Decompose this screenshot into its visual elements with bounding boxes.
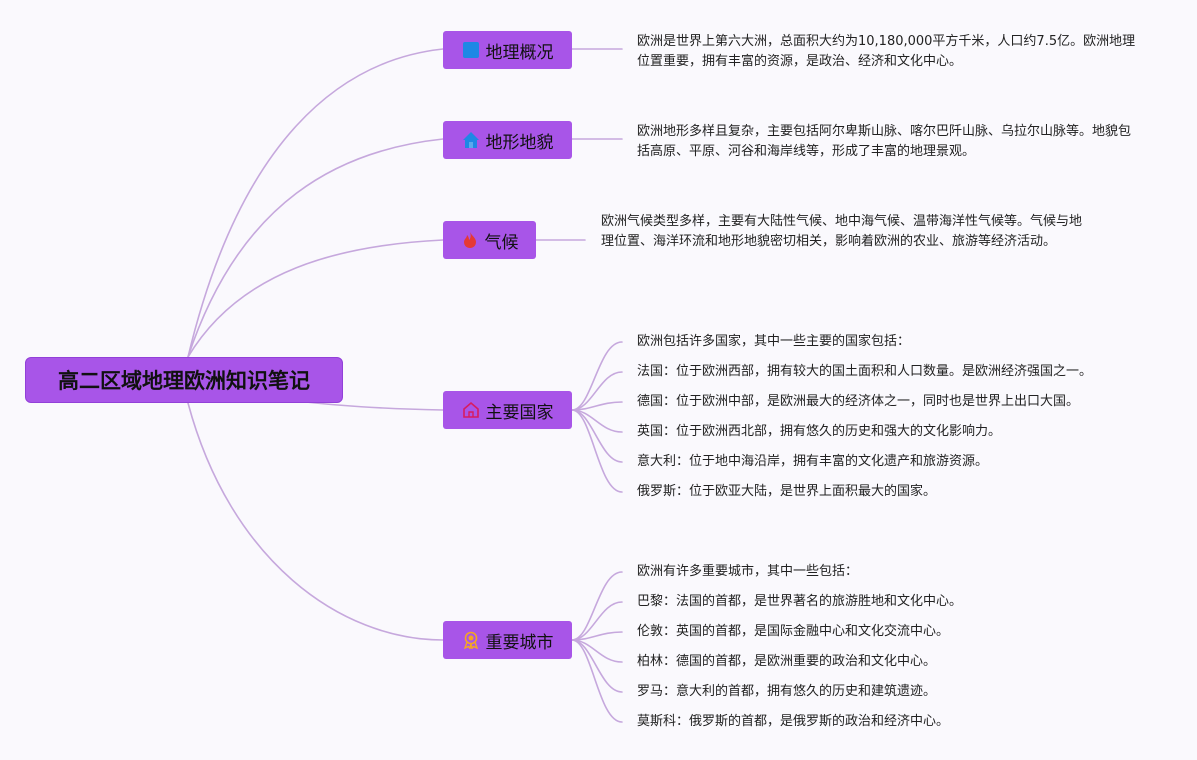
country-item: 法国：位于欧洲西部，拥有较大的国土面积和人口数量。是欧洲经济强国之一。: [637, 364, 1093, 379]
country-item: 英国：位于欧洲西北部，拥有悠久的历史和强大的文化影响力。: [637, 424, 1002, 439]
branch-label: 主要国家: [485, 402, 554, 423]
note-climate: 欧洲气候类型多样，主要有大陆性气候、地中海气候、温带海洋性气候等。气候与地理位置…: [601, 214, 1083, 249]
branch-major-countries[interactable]: 主要国家: [443, 391, 572, 429]
fire-icon: [461, 231, 479, 249]
country-item: 俄罗斯：位于欧亚大陆，是世界上面积最大的国家。: [637, 484, 937, 499]
root-topic[interactable]: 高二区域地理欧洲知识笔记: [25, 357, 343, 403]
edge-root-climate: [187, 239, 444, 358]
city-item: 欧洲有许多重要城市，其中一些包括：: [637, 564, 859, 579]
branch-terrain[interactable]: 地形地貌: [443, 121, 572, 159]
branch-label: 重要城市: [485, 632, 554, 653]
branch-major-cities[interactable]: 重要城市: [443, 621, 572, 659]
edge-root-cities: [187, 402, 444, 641]
country-item: 德国：位于欧洲中部，是欧洲最大的经济体之一，同时也是世界上出口大国。: [637, 394, 1080, 409]
edge-root-geography: [187, 48, 444, 358]
blue-square-icon: [462, 41, 480, 59]
root-title: 高二区域地理欧洲知识笔记: [58, 369, 310, 393]
edge-countries-item: [571, 409, 623, 493]
city-item: 罗马：意大利的首都，拥有悠久的历史和建筑遗迹。: [637, 684, 937, 699]
city-item: 伦敦：英国的首都，是国际金融中心和文化交流中心。: [637, 624, 950, 639]
edge-root-terrain: [187, 138, 444, 358]
city-item: 柏林：德国的首都，是欧洲重要的政治和文化中心。: [637, 654, 937, 669]
branch-geography-overview[interactable]: 地理概况: [443, 31, 572, 69]
blue-house-icon: [462, 131, 480, 149]
note-geography-overview: 欧洲是世界上第六大洲，总面积大约为10,180,000平方千米，人口约7.5亿。…: [637, 34, 1136, 69]
award-medal-icon: [462, 631, 480, 649]
edge-cities-item: [571, 639, 623, 723]
branch-label: 地理概况: [485, 42, 554, 63]
edge-cities-item: [571, 601, 623, 641]
country-item: 欧洲包括许多国家，其中一些主要的国家包括：: [637, 334, 911, 349]
edge-cities-item: [571, 571, 623, 641]
home-outline-icon: [462, 401, 480, 419]
edge-countries-item: [571, 341, 623, 411]
branch-label: 地形地貌: [485, 132, 554, 153]
city-item: 巴黎：法国的首都，是世界著名的旅游胜地和文化中心。: [637, 594, 963, 609]
branch-label: 气候: [484, 232, 519, 253]
branch-climate[interactable]: 气候: [443, 221, 536, 259]
country-item: 意大利：位于地中海沿岸，拥有丰富的文化遗产和旅游资源。: [637, 454, 989, 469]
note-terrain: 欧洲地形多样且复杂，主要包括阿尔卑斯山脉、喀尔巴阡山脉、乌拉尔山脉等。地貌包括高…: [637, 124, 1132, 159]
city-item: 莫斯科：俄罗斯的首都，是俄罗斯的政治和经济中心。: [637, 714, 950, 729]
edge-countries-item: [571, 371, 623, 411]
